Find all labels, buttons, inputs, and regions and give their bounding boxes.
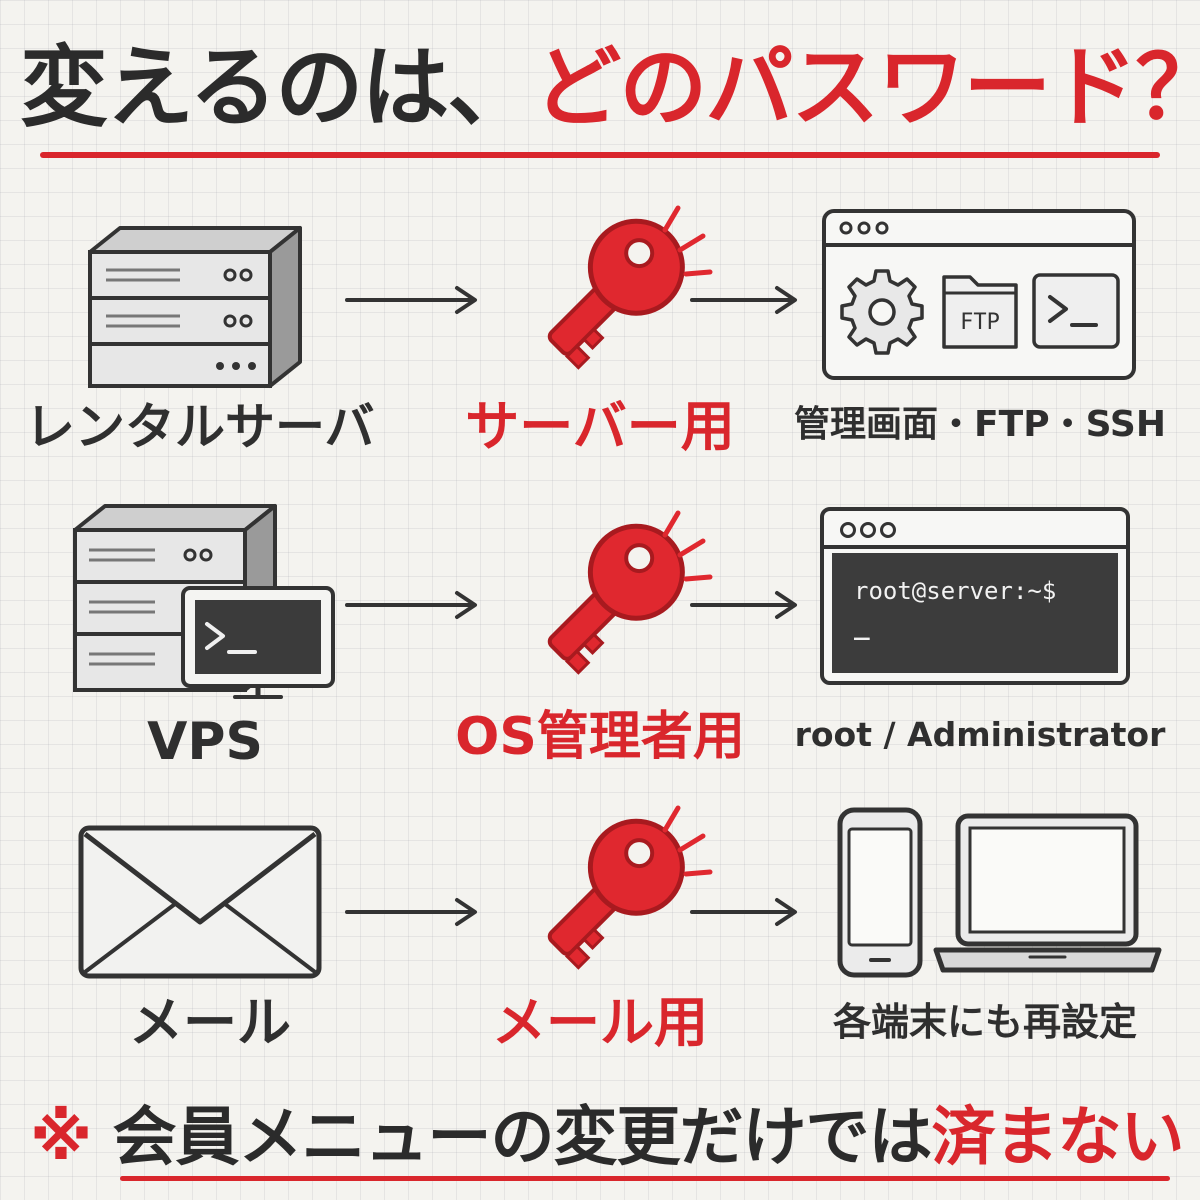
key-icon bbox=[547, 510, 713, 675]
arrow-right-icon bbox=[690, 286, 797, 314]
footer-emphasis: 済まない bbox=[931, 1101, 1185, 1175]
terminal-screen: root@server:~$ _ bbox=[832, 553, 1118, 673]
footer-text: 会員メニューの変更だけでは bbox=[112, 1101, 933, 1175]
arrow-right-icon bbox=[690, 898, 797, 926]
title-part-1: 変えるのは、 bbox=[20, 36, 535, 139]
arrow-right-icon bbox=[345, 286, 477, 314]
terminal-icon bbox=[1032, 273, 1120, 349]
footer-underline bbox=[120, 1176, 1170, 1181]
row-1-target-label: 管理画面・FTP・SSH bbox=[794, 404, 1166, 445]
arrow-right-icon bbox=[690, 591, 797, 619]
title-part-2: どのパスワード？ bbox=[533, 36, 1200, 139]
terminal-titlebar bbox=[824, 511, 1126, 549]
terminal-prompt: root@server:~$ bbox=[854, 577, 1057, 605]
gear-icon bbox=[840, 269, 924, 355]
row-2-target-label: root / Administrator bbox=[794, 715, 1166, 754]
terminal-window: root@server:~$ _ bbox=[820, 507, 1130, 685]
row-3-target-label: 各端末にも再設定 bbox=[832, 1000, 1137, 1044]
vps-server-icon bbox=[73, 504, 335, 699]
key-icon bbox=[547, 205, 713, 370]
footer-mark: ※ bbox=[30, 1101, 92, 1175]
browser-window-icon: FTP bbox=[822, 209, 1136, 380]
row-2-key-label: OS管理者用 bbox=[455, 707, 745, 767]
smartphone-icon bbox=[837, 807, 923, 978]
row-1-source-label: レンタルサーバ bbox=[25, 398, 375, 456]
title-underline bbox=[40, 152, 1160, 158]
footer-note: ※ 会員メニューの変更だけでは済まない bbox=[30, 1088, 1185, 1188]
window-dot-icon bbox=[840, 522, 856, 538]
row-2-source-label: VPS bbox=[147, 712, 263, 772]
ftp-folder-icon: FTP bbox=[942, 275, 1018, 349]
window-dot-icon bbox=[860, 522, 876, 538]
server-icon bbox=[88, 226, 302, 388]
row-1-key-label: サーバー用 bbox=[465, 395, 735, 458]
arrow-right-icon bbox=[345, 898, 477, 926]
page-title: 変えるのは、どのパスワード？ bbox=[20, 28, 1200, 148]
ftp-text: FTP bbox=[960, 310, 1000, 335]
envelope-icon bbox=[78, 825, 322, 979]
laptop-icon bbox=[933, 813, 1162, 973]
row-3-key-label: メール用 bbox=[492, 991, 708, 1054]
key-icon bbox=[547, 805, 713, 970]
row-3-source-label: メール bbox=[129, 991, 291, 1054]
window-dot-icon bbox=[880, 522, 896, 538]
monitor-terminal-icon bbox=[181, 586, 335, 699]
terminal-cursor: _ bbox=[854, 611, 870, 641]
arrow-right-icon bbox=[345, 591, 477, 619]
